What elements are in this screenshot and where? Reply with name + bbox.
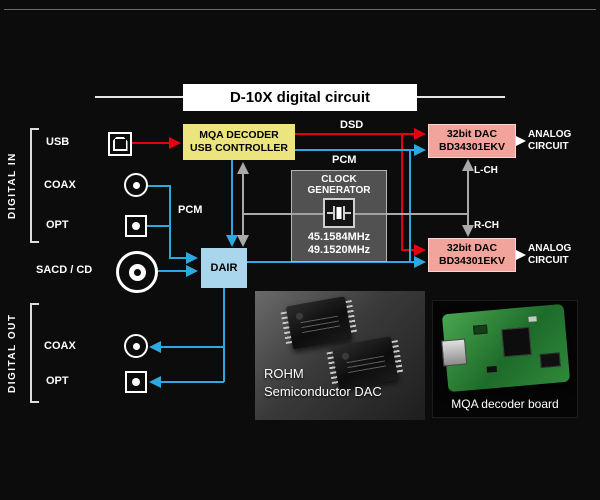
port-label-opt-in: OPT [46,219,69,231]
block-clock-generator: CLOCK GENERATOR 45.1584MHz 49.1520MHz [291,170,387,262]
rohm-caption: ROHM Semiconductor DAC [264,365,382,401]
optical-pin [132,222,140,230]
analog-bottom-line1: ANALOG [528,243,572,254]
analog-circuit-bottom: ANALOG CIRCUIT [528,243,571,267]
dac-chip-1 [285,296,353,350]
mqa-pcb [441,303,571,393]
usb-inner-shape [112,137,128,151]
pcb-component [486,365,498,373]
signal-label-pcm-top: PCM [332,154,357,166]
dac-l-line2: BD34301EKV [439,141,505,153]
mqa-line1: MQA DECODER [199,129,279,141]
digital-in-bracket [30,128,32,243]
signal-label-dsd: DSD [340,119,364,131]
signal-label-rch: R-CH [474,220,499,231]
signal-label-lch: L-CH [474,165,498,176]
rohm-dac-photo: ROHM Semiconductor DAC [255,291,425,420]
digital-in-tick-top [30,128,39,130]
block-dac-left: 32bit DAC BD34301EKV [428,124,516,158]
optical-out-icon [125,371,147,393]
optical-pin [132,378,140,386]
clock-freq-1: 45.1584MHz [307,231,371,243]
analog-top-line1: ANALOG [528,129,572,140]
pcb-usb-connector [441,338,468,367]
page-title: D-10X digital circuit [183,84,417,111]
coax-out-rca-icon [124,334,148,358]
block-dac-right: 32bit DAC BD34301EKV [428,238,516,272]
port-label-sacd: SACD / CD [36,264,93,276]
chip-marking [300,315,341,335]
rohm-caption-line1: ROHM [264,366,304,381]
rca-pin [132,181,140,189]
analog-top-line2: CIRCUIT [528,141,569,152]
top-divider-line [4,9,596,10]
coax-in-rca-icon [124,173,148,197]
usb-icon [108,132,132,156]
clock-frequencies: 45.1584MHz 49.1520MHz [308,231,370,257]
clock-freq-2: 49.1520MHz [307,244,371,256]
mqa-board-caption: MQA decoder board [451,397,559,411]
mqa-line2: USB CONTROLLER [190,142,288,154]
dac-l-line1: 32bit DAC [446,128,498,140]
digital-out-bracket [30,303,32,403]
block-dair: DAIR [201,248,247,288]
dac-r-line2: BD34301EKV [439,255,505,267]
port-label-opt-out: OPT [46,375,69,387]
port-label-coax-in: COAX [44,179,76,191]
block-mqa-decoder: MQA DECODER USB CONTROLLER [183,124,295,160]
disc-ring [128,263,146,281]
optical-in-icon [125,215,147,237]
clock-title: CLOCK GENERATOR [307,174,371,196]
dac-r-line1: 32bit DAC [446,242,498,254]
port-label-usb: USB [46,136,70,148]
port-label-coax-out: COAX [44,340,76,352]
digital-out-tick-bottom [30,401,39,403]
pcb-component [528,316,537,322]
crystal-icon [323,198,355,228]
signal-label-pcm-left: PCM [178,204,203,216]
section-digital-out: DIGITAL OUT [7,313,18,393]
analog-bottom-line2: CIRCUIT [528,255,569,266]
digital-out-tick-top [30,303,39,305]
digital-in-tick-bottom [30,241,39,243]
rohm-caption-line2: Semiconductor DAC [264,384,382,399]
section-digital-in: DIGITAL IN [7,152,18,219]
pcb-small-chip [539,352,561,369]
mqa-board-photo: MQA decoder board [432,300,578,418]
disc-icon [116,251,158,293]
pcb-main-chip [501,326,532,358]
pcb-component [472,324,488,335]
rca-pin [132,342,140,350]
analog-circuit-top: ANALOG CIRCUIT [528,129,571,153]
